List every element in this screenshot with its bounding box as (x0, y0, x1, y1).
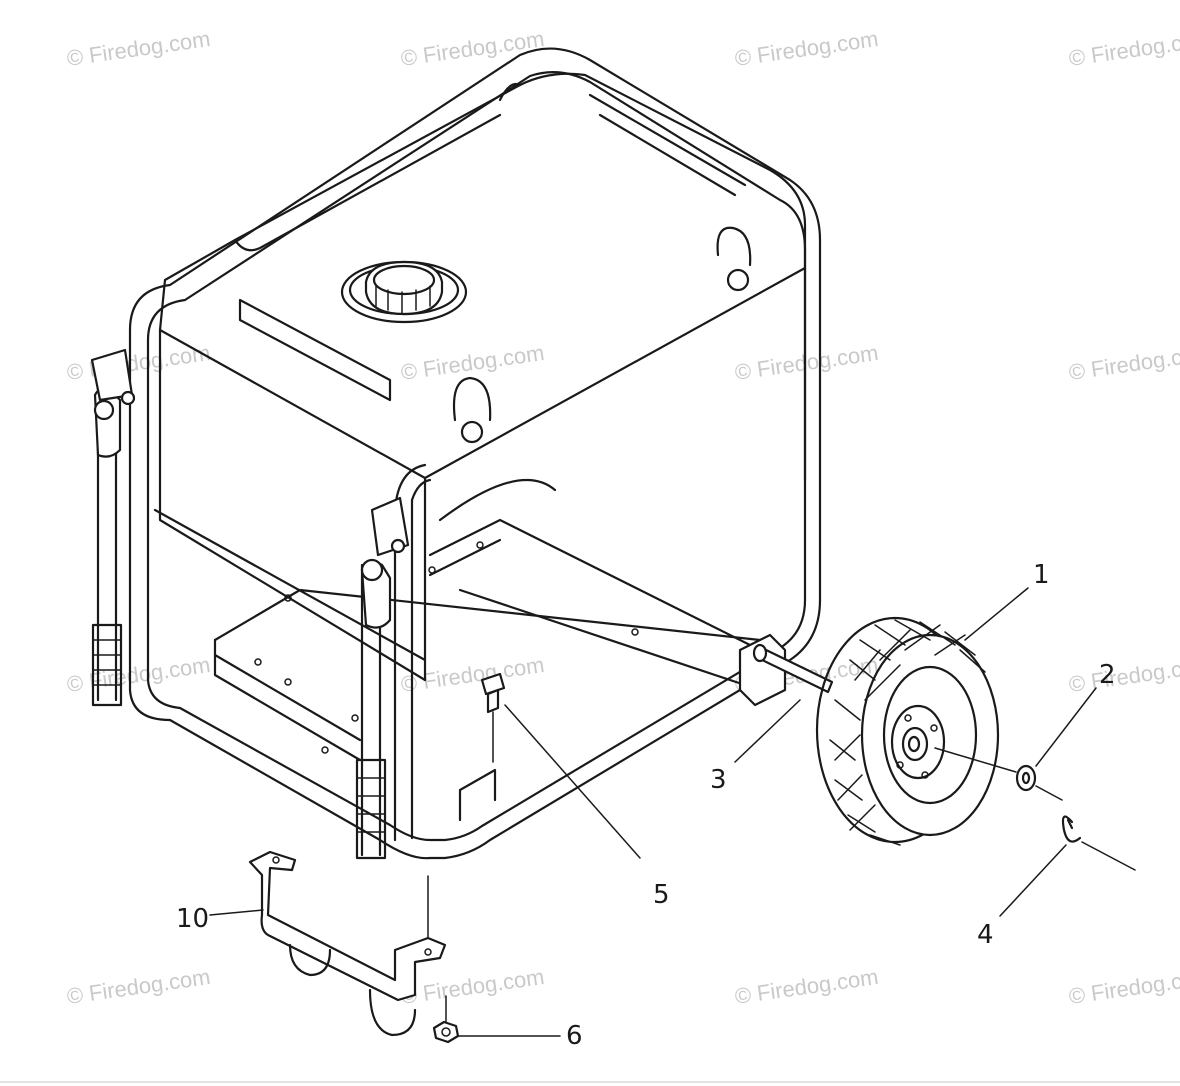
watermark: © Firedog.com (733, 26, 880, 71)
watermark: © Firedog.com (65, 964, 212, 1009)
watermark: © Firedog.com (399, 26, 546, 71)
leader-line-1 (964, 587, 1029, 641)
assembly-centerline (934, 747, 1136, 871)
watermark: © Firedog.com (733, 340, 880, 385)
callout-10: 10 (176, 904, 209, 934)
leader-line-4 (999, 844, 1067, 917)
callout-labels: 1 2 3 4 5 6 10 (176, 560, 1116, 1051)
callout-3: 3 (710, 765, 727, 795)
bolt-icon (480, 672, 506, 763)
callout-4: 4 (977, 920, 994, 950)
axle-icon (752, 643, 834, 694)
watermark: © Firedog.com (1067, 964, 1180, 1009)
watermark: © Firedog.com (65, 652, 212, 697)
leader-line-10 (209, 909, 264, 916)
leader-lines (209, 587, 1097, 1037)
watermark: © Firedog.com (65, 26, 212, 71)
watermark: © Firedog.com (733, 964, 880, 1009)
watermark: © Firedog.com (399, 964, 546, 1009)
generator-frame-icon (90, 47, 822, 860)
watermark: © Firedog.com (1067, 340, 1180, 385)
watermark: © Firedog.com (1067, 26, 1180, 71)
leader-line-2 (1035, 687, 1097, 767)
fuel-cap-icon (340, 260, 468, 324)
support-bracket-icon (248, 850, 447, 1037)
e-ring-clip-icon (1061, 815, 1082, 843)
callout-5: 5 (653, 880, 670, 910)
watermark: © Firedog.com (1067, 652, 1180, 697)
leader-line-5 (504, 704, 641, 859)
tire-wheel-icon (815, 616, 1000, 846)
callout-6: 6 (566, 1021, 583, 1051)
callout-2: 2 (1099, 660, 1116, 690)
leader-line-3 (734, 699, 801, 763)
callout-1: 1 (1033, 560, 1050, 590)
watermark-layer: © Firedog.com © Firedog.com © Firedog.co… (65, 26, 1180, 1009)
washer-icon (1015, 764, 1037, 792)
